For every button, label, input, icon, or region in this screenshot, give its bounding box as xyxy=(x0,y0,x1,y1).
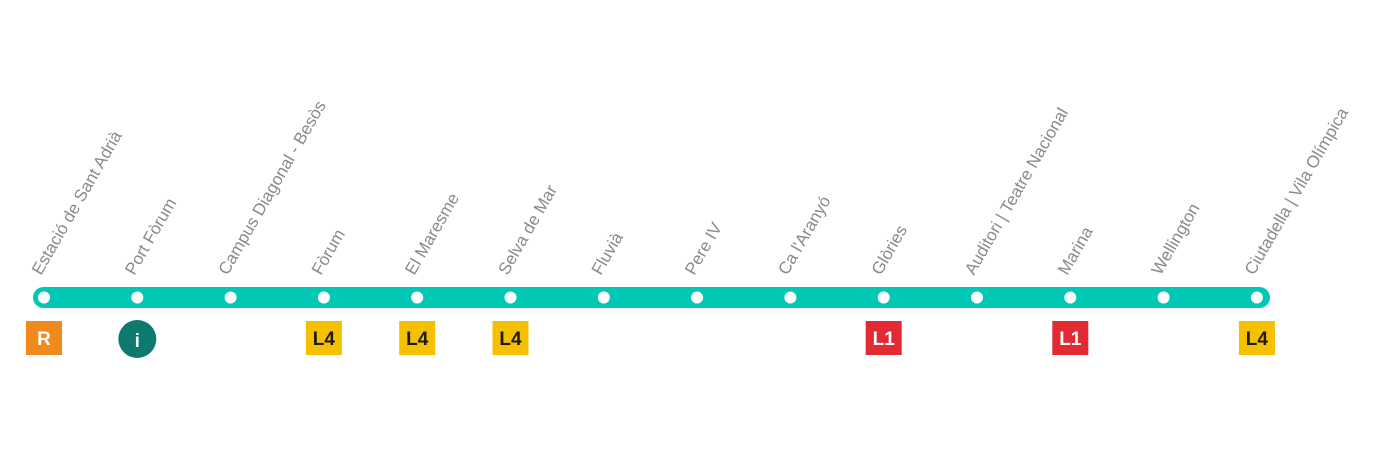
station-name-label: Ca l'Aranyó xyxy=(774,193,834,278)
connection-badge-l4: L4 xyxy=(1238,321,1275,355)
station-stop xyxy=(411,291,424,304)
station-stop xyxy=(504,291,517,304)
badge-background xyxy=(1052,321,1089,355)
connection-badge-l4: L4 xyxy=(305,321,342,355)
info-icon xyxy=(118,320,157,358)
badge-label: L4 xyxy=(499,329,522,350)
badge-label: L4 xyxy=(1246,329,1269,350)
station-stop xyxy=(131,291,144,304)
badge-label: L4 xyxy=(406,329,429,350)
badge-label: R xyxy=(37,329,51,350)
badge-background xyxy=(399,321,436,355)
line-bar xyxy=(33,287,1270,308)
station-name-label: Glòries xyxy=(868,222,911,278)
station-name-label: Port Fòrum xyxy=(121,195,180,278)
station-stop xyxy=(784,291,797,304)
station-stop xyxy=(1250,291,1263,304)
station-stop xyxy=(1064,291,1077,304)
station-stop xyxy=(691,291,704,304)
station-name-label: El Maresme xyxy=(401,190,463,278)
station-stop xyxy=(1157,291,1170,304)
connection-badge-info: i xyxy=(118,320,157,358)
station-name-label: Campus Diagonal - Besòs xyxy=(215,97,330,278)
station-name-label: Marina xyxy=(1054,223,1097,278)
station-name-label: Fluvià xyxy=(588,229,627,278)
connection-badge-rodalies: R xyxy=(26,321,62,355)
connection-badge-l1: L1 xyxy=(1052,321,1089,355)
badge-label: L1 xyxy=(1059,329,1082,350)
connection-badge-l1: L1 xyxy=(865,321,902,355)
station-name-label: Wellington xyxy=(1148,200,1204,278)
station-name-label: Pere IV xyxy=(681,219,726,278)
station-stop xyxy=(38,291,50,304)
connection-badge-l4: L4 xyxy=(492,321,529,355)
station-stop xyxy=(224,291,237,304)
station-name-label: Estació de Sant Adrià xyxy=(28,127,126,278)
station-stops xyxy=(38,291,1263,304)
station-stop xyxy=(877,291,890,304)
station-stop xyxy=(971,291,983,304)
station-stop xyxy=(597,291,610,304)
station-name-label: Ciutadella | Vila Olímpica xyxy=(1241,104,1352,278)
badge-background xyxy=(1238,321,1275,355)
badge-label: i xyxy=(135,331,140,352)
station-stop xyxy=(317,291,330,304)
station-name-label: Auditori | Teatre Nacional xyxy=(961,105,1072,278)
station-name-label: Fòrum xyxy=(308,226,349,278)
badge-label: L1 xyxy=(873,329,896,350)
badge-background xyxy=(492,321,529,355)
badge-background xyxy=(865,321,902,355)
station-name-label: Selva de Mar xyxy=(495,181,562,278)
badge-label: L4 xyxy=(313,329,336,350)
badge-background xyxy=(305,321,342,355)
badge-background xyxy=(26,321,62,355)
connection-badge-l4: L4 xyxy=(399,321,436,355)
